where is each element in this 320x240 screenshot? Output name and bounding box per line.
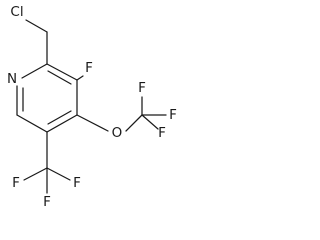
bond-c5-c6 — [16, 114, 48, 133]
atom-f-ocf3-right: F — [169, 107, 177, 123]
bond-c2-c3 — [46, 63, 78, 81]
bond-c3-f — [76, 75, 84, 81]
bond-o-cf3 — [125, 114, 143, 132]
atom-n: N — [7, 71, 17, 87]
bond-c4-o — [76, 114, 109, 132]
atom-f-ocf3-top: F — [138, 80, 146, 96]
bond-n-c2 — [21, 63, 48, 79]
atom-f-cf3-bottom: F — [43, 194, 51, 210]
atom-f-cf3-left: F — [12, 175, 20, 191]
bond-c2-c3-double — [47, 70, 72, 85]
bond-ch2-cl — [25, 19, 48, 33]
atom-f-cf3-right: F — [73, 175, 81, 191]
structure-diagram: Cl N F O F F F F F F — [7, 4, 177, 210]
bond-cf3b-f-left — [23, 167, 48, 181]
atom-o: O — [112, 125, 123, 141]
atom-f-ring: F — [85, 60, 93, 76]
atom-cl: Cl — [10, 4, 23, 20]
atom-f-ocf3-bottom: F — [158, 125, 166, 141]
bond-cf3-f-bottom — [141, 114, 159, 130]
bond-c4-c5-double — [47, 110, 72, 125]
bond-c4-c5 — [46, 114, 78, 133]
bond-cf3b-f-right — [46, 167, 71, 181]
